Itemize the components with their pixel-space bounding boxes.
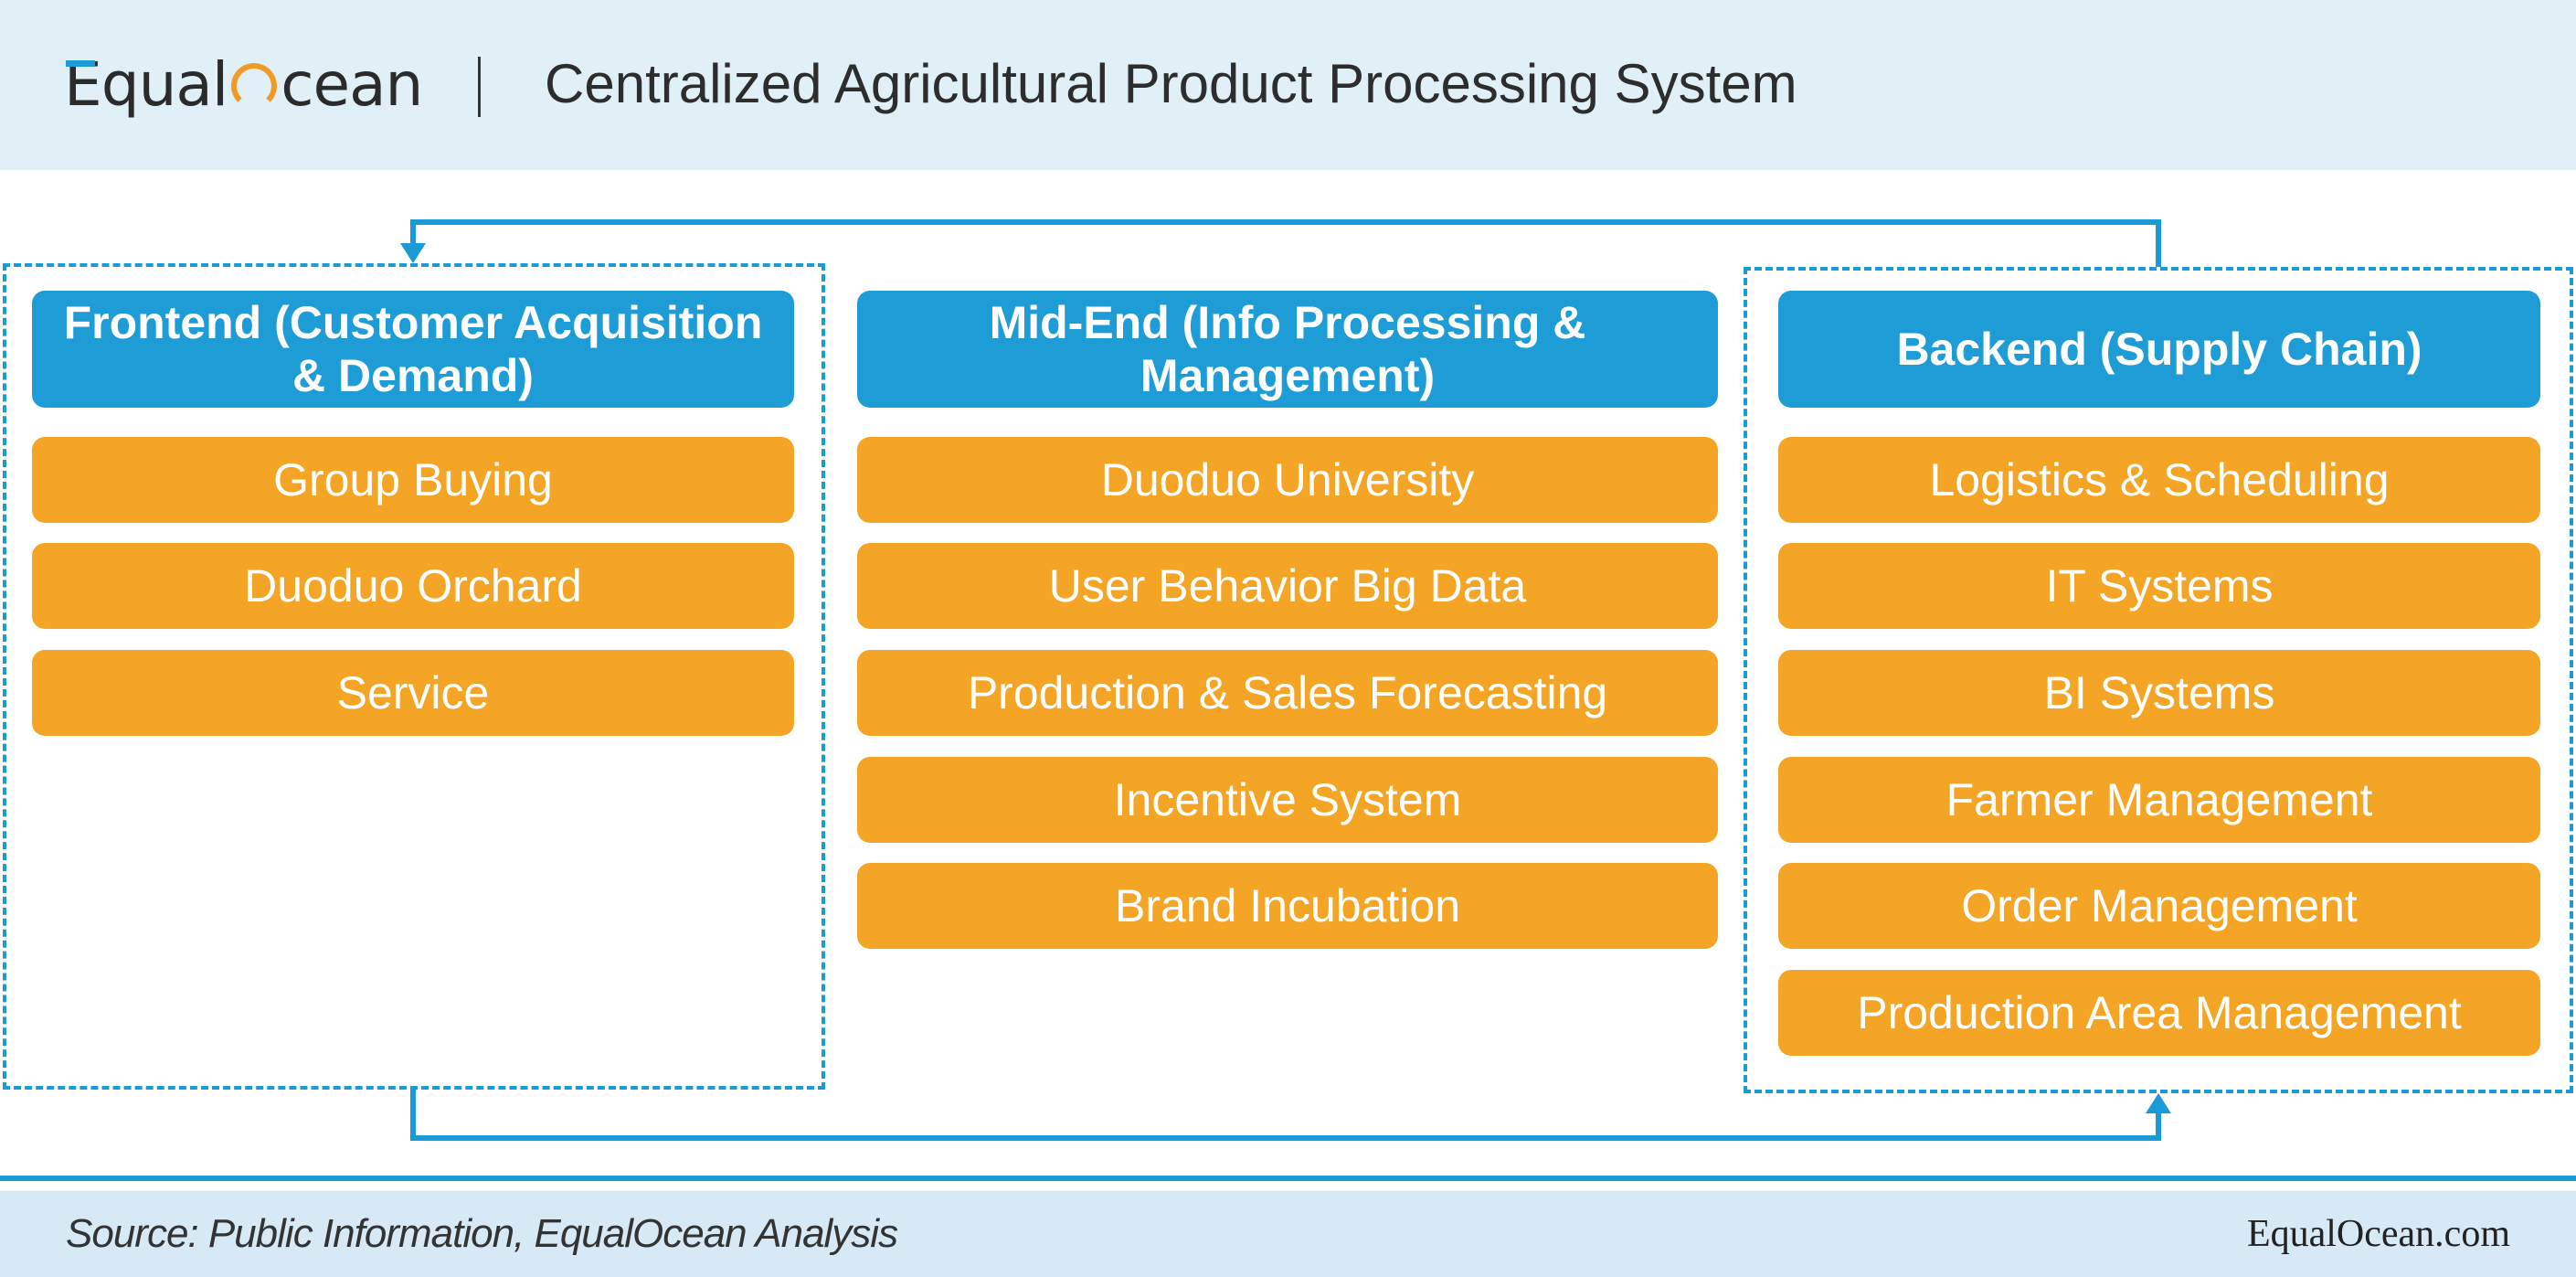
header-divider [478, 57, 481, 117]
frontend-item-group-buying: Group Buying [32, 437, 794, 523]
logo-e: Equal [64, 49, 228, 120]
midend-item-user-behavior-big-data: User Behavior Big Data [857, 543, 1718, 629]
header-band: Equal cean Centralized Agricultural Produ… [0, 0, 2576, 170]
backend-item-farmer-management: Farmer Management [1778, 757, 2540, 843]
midend-item-production-sales-forecasting: Production & Sales Forecasting [857, 650, 1718, 736]
source-note: Source: Public Information, EqualOcean A… [66, 1211, 898, 1256]
backend-item-it-systems: IT Systems [1778, 543, 2540, 629]
equalocean-logo: Equal cean [64, 48, 423, 121]
backend-item-order-management: Order Management [1778, 863, 2540, 949]
midend-item-duoduo-university: Duoduo University [857, 437, 1718, 523]
backend-item-bi-systems: BI Systems [1778, 650, 2540, 736]
page-title: Centralized Agricultural Product Process… [545, 53, 1797, 114]
backend-item-logistics-scheduling: Logistics & Scheduling [1778, 437, 2540, 523]
logo-suffix-text: cean [281, 48, 423, 120]
footer-band: Source: Public Information, EqualOcean A… [0, 1191, 2576, 1277]
backend-header: Backend (Supply Chain) [1778, 291, 2540, 408]
midend-item-incentive-system: Incentive System [857, 757, 1718, 843]
frontend-item-service: Service [32, 650, 794, 736]
backend-item-production-area-management: Production Area Management [1778, 970, 2540, 1056]
backend-group-outline [1744, 267, 2573, 1093]
frontend-group-outline [3, 263, 825, 1090]
logo-o-icon [231, 63, 278, 109]
bottom-flow-arrow [410, 1088, 2161, 1141]
footer-divider [0, 1176, 2576, 1181]
top-flow-arrowhead [400, 243, 426, 263]
logo-e-bar [66, 59, 95, 67]
top-flow-arrow [410, 219, 2161, 267]
frontend-header: Frontend (Customer Acquisition & Demand) [32, 291, 794, 408]
site-url: EqualOcean.com [2246, 1213, 2510, 1255]
midend-header: Mid-End (Info Processing & Management) [857, 291, 1718, 408]
frontend-item-duoduo-orchard: Duoduo Orchard [32, 543, 794, 629]
bottom-flow-arrowhead [2146, 1093, 2171, 1113]
midend-item-brand-incubation: Brand Incubation [857, 863, 1718, 949]
